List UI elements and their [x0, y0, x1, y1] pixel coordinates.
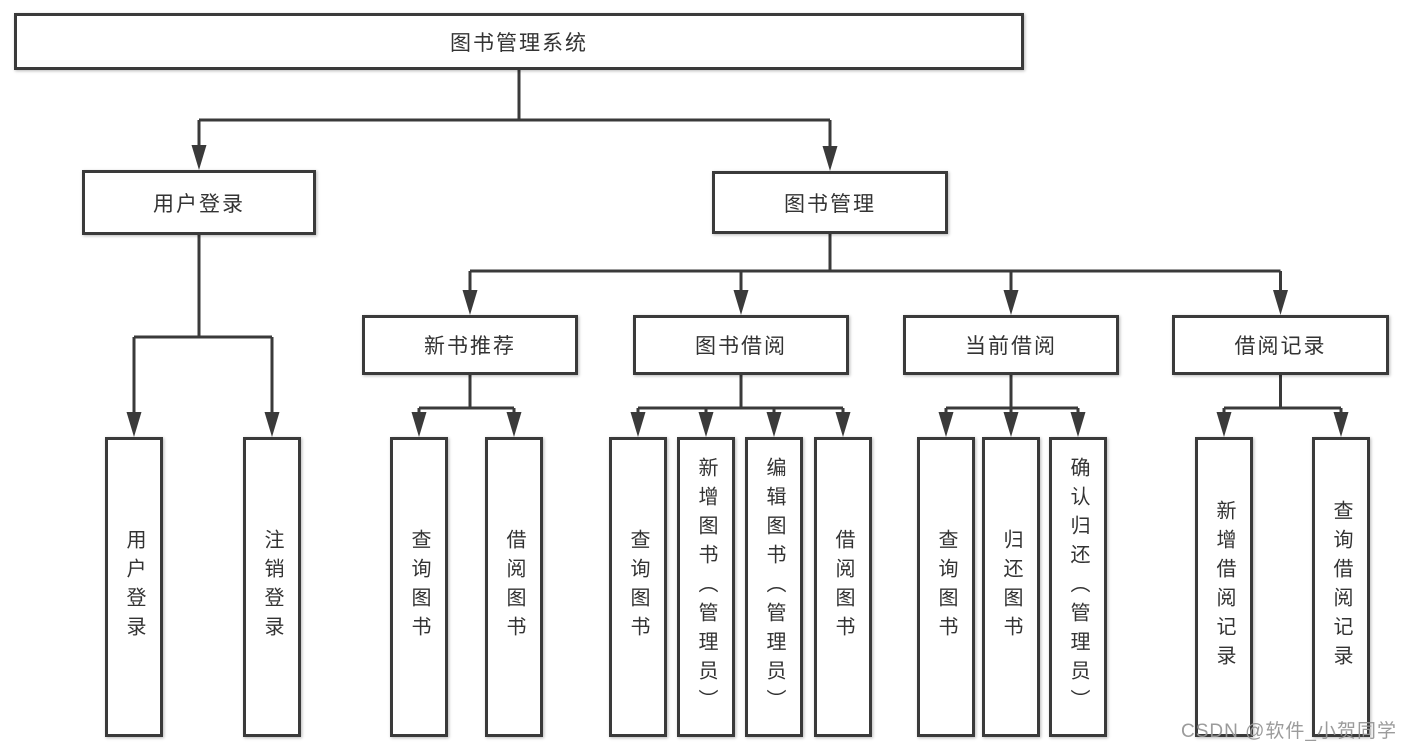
- leaf-recommend-query-books-label: 查询图书: [408, 529, 430, 645]
- leaf-query-borrow-record-label: 查询借阅记录: [1330, 500, 1352, 674]
- arrowhead-icon: [698, 412, 714, 437]
- arrowhead-icon: [1003, 290, 1019, 315]
- leaf-user-login: 用户登录: [105, 437, 163, 737]
- leaf-borrow-query-books: 查询图书: [609, 437, 667, 737]
- arrowhead-icon: [733, 290, 749, 315]
- node-borrowing-records-label: 借阅记录: [1234, 335, 1327, 358]
- node-current-borrowing: 当前借阅: [903, 315, 1119, 375]
- arrowhead-icon: [126, 412, 142, 437]
- leaf-recommend-borrow-books: 借阅图书: [485, 437, 543, 737]
- node-borrowing-records: 借阅记录: [1172, 315, 1389, 375]
- leaf-user-login-label: 用户登录: [123, 529, 145, 645]
- arrowhead-icon: [766, 412, 782, 437]
- leaf-edit-books-admin: 编辑图书（管理员）: [745, 437, 803, 737]
- leaf-recommend-borrow-books-label: 借阅图书: [503, 529, 525, 645]
- leaf-current-query-books: 查询图书: [917, 437, 975, 737]
- leaf-add-books-admin-label: 新增图书（管理员）: [695, 456, 717, 718]
- leaf-recommend-query-books: 查询图书: [390, 437, 448, 737]
- leaf-confirm-return-admin: 确认归还（管理员）: [1049, 437, 1107, 737]
- node-library-management-system-label: 图书管理系统: [450, 31, 588, 55]
- arrowhead-icon: [835, 412, 851, 437]
- node-book-borrowing: 图书借阅: [633, 315, 849, 375]
- arrowhead-icon: [191, 145, 207, 170]
- leaf-borrow-books-label: 借阅图书: [832, 529, 854, 645]
- arrowhead-icon: [1216, 412, 1232, 437]
- leaf-return-books: 归还图书: [982, 437, 1040, 737]
- leaf-borrow-books: 借阅图书: [814, 437, 872, 737]
- leaf-confirm-return-admin-label: 确认归还（管理员）: [1067, 456, 1089, 718]
- arrowhead-icon: [1003, 412, 1019, 437]
- node-new-book-recommendation-label: 新书推荐: [424, 335, 516, 358]
- leaf-return-books-label: 归还图书: [1000, 529, 1022, 645]
- leaf-edit-books-admin-label: 编辑图书（管理员）: [763, 456, 785, 718]
- arrowhead-icon: [822, 146, 838, 171]
- leaf-add-borrow-record: 新增借阅记录: [1195, 437, 1253, 737]
- node-book-borrowing-label: 图书借阅: [695, 335, 787, 358]
- node-book-management-label: 图书管理: [784, 192, 876, 216]
- node-user-login-label: 用户登录: [153, 192, 245, 216]
- node-current-borrowing-label: 当前借阅: [965, 335, 1057, 358]
- csdn-watermark: CSDN @软件_小贺同学: [1181, 721, 1397, 742]
- arrowhead-icon: [264, 412, 280, 437]
- node-library-management-system: 图书管理系统: [14, 13, 1024, 70]
- leaf-add-borrow-record-label: 新增借阅记录: [1213, 500, 1235, 674]
- arrowhead-icon: [630, 412, 646, 437]
- arrowhead-icon: [1333, 412, 1349, 437]
- arrowhead-icon: [1070, 412, 1086, 437]
- leaf-borrow-query-books-label: 查询图书: [627, 529, 649, 645]
- node-user-login: 用户登录: [82, 170, 316, 235]
- arrowhead-icon: [938, 412, 954, 437]
- node-new-book-recommendation: 新书推荐: [362, 315, 578, 375]
- leaf-query-borrow-record: 查询借阅记录: [1312, 437, 1370, 737]
- leaf-logout-label: 注销登录: [261, 529, 283, 645]
- leaf-logout: 注销登录: [243, 437, 301, 737]
- leaf-add-books-admin: 新增图书（管理员）: [677, 437, 735, 737]
- node-book-management: 图书管理: [712, 171, 948, 234]
- arrowhead-icon: [411, 412, 427, 437]
- arrowhead-icon: [506, 412, 522, 437]
- arrowhead-icon: [1273, 290, 1288, 315]
- leaf-current-query-books-label: 查询图书: [935, 529, 957, 645]
- arrowhead-icon: [462, 290, 478, 315]
